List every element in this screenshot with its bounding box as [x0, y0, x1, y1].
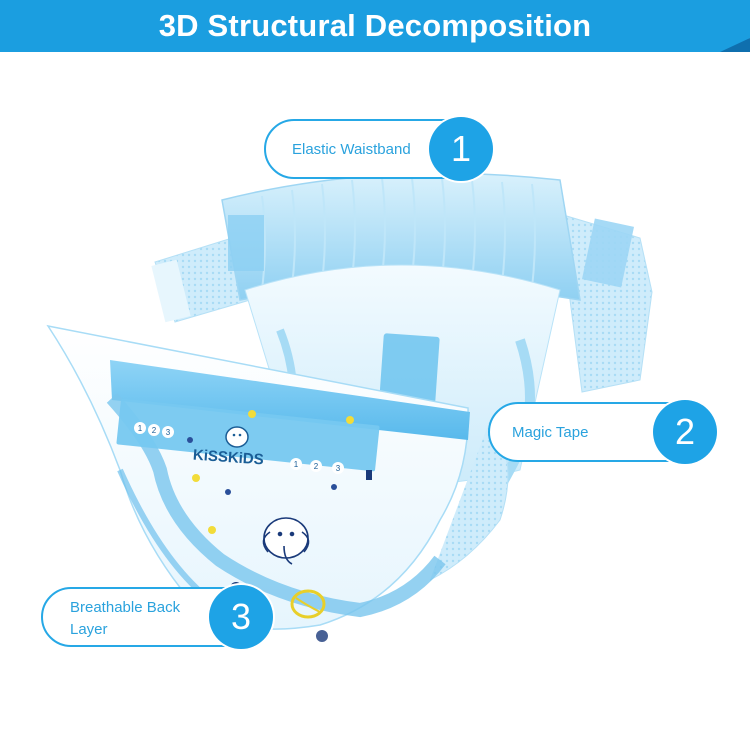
callout-breathable-back-layer: Breathable Back Layer 3 — [41, 585, 273, 649]
tab-icon-2b: 2 — [314, 462, 319, 471]
tab-icon-group-left — [134, 422, 174, 438]
banner-shape — [0, 0, 750, 52]
page-title: 3D Structural Decomposition — [158, 8, 592, 43]
title-banner: 3D Structural Decomposition — [0, 0, 750, 52]
brand-logo: KiSSKiDS — [192, 447, 264, 469]
tab-icon-group-right — [290, 458, 344, 474]
elephant-logo-icon — [225, 426, 249, 448]
number-badge-2: 2 — [653, 400, 717, 464]
callout-magic-tape: Magic Tape 2 — [488, 400, 717, 464]
magic-tape-patch — [581, 218, 635, 288]
callout-label-2: Magic Tape — [512, 424, 589, 441]
tab-icon-2: 2 — [152, 426, 157, 435]
callout-label-1: Elastic Waistband — [292, 141, 411, 158]
number-badge-3: 3 — [209, 585, 273, 649]
tab-icon-3: 3 — [166, 428, 171, 437]
diaper-illustration: 1 2 3 1 2 3 KiSSKiDS — [46, 172, 653, 642]
front-waist-band — [110, 360, 470, 440]
tab-icon-1: 1 — [138, 424, 143, 433]
callout-label-3: Breathable Back Layer — [70, 599, 181, 638]
ball-print-icon — [290, 589, 326, 619]
right-wing — [559, 213, 653, 393]
elephant-print-icon — [262, 517, 310, 565]
tab-icon-1b: 1 — [294, 460, 299, 469]
callout-elastic-waistband: Elastic Waistband 1 — [264, 117, 493, 181]
tab-icon-3b: 3 — [336, 464, 341, 473]
number-badge-1: 1 — [429, 117, 493, 181]
